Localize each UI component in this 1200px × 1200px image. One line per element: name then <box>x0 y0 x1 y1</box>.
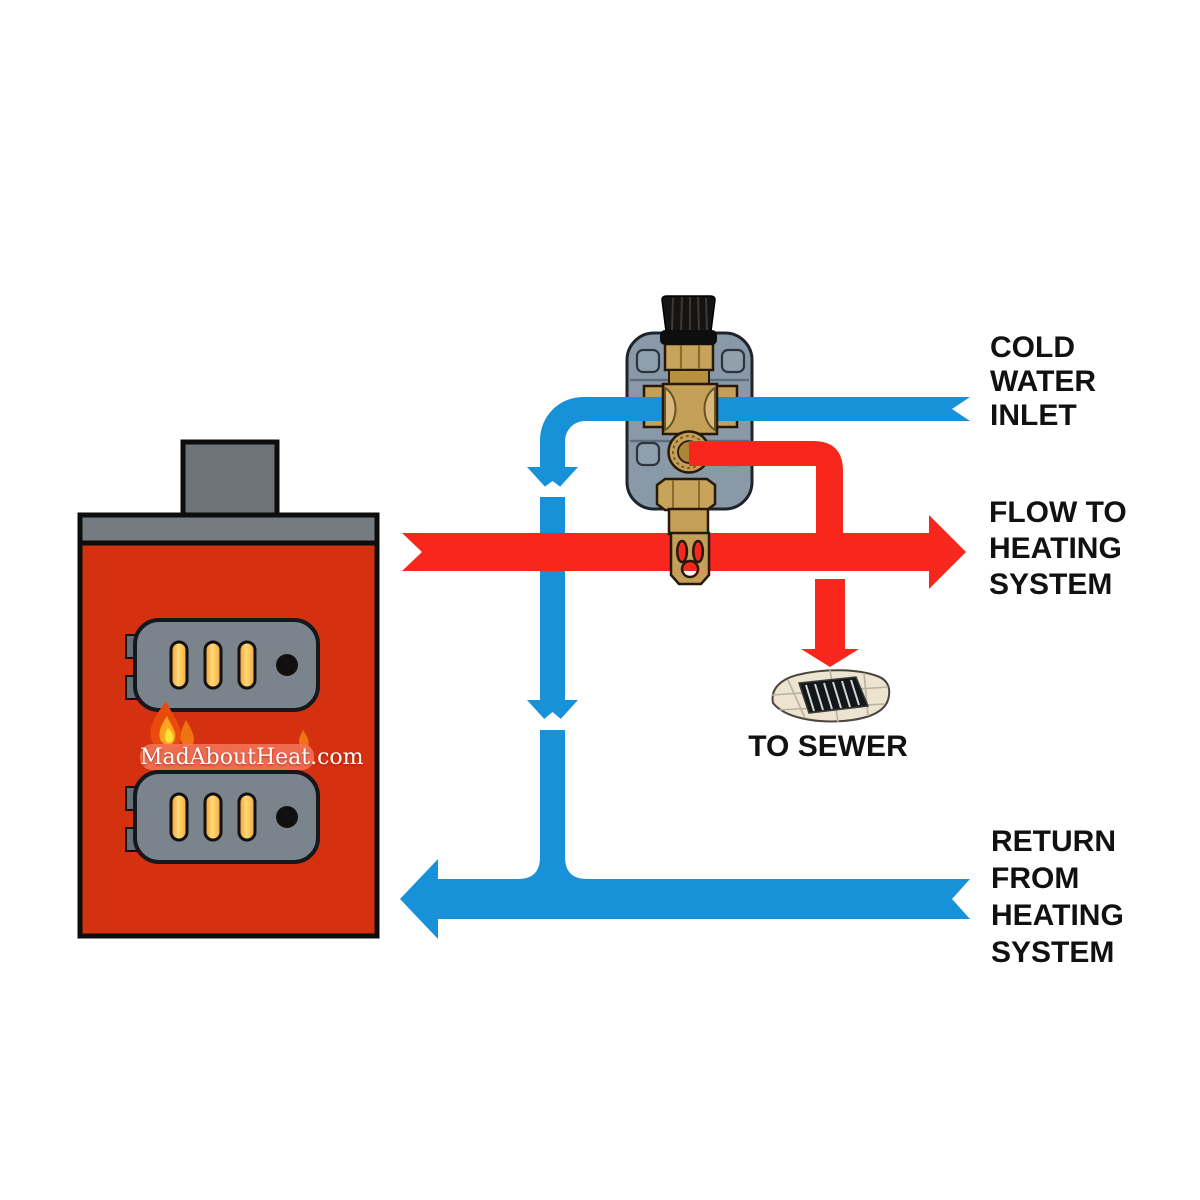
flame-icon <box>150 701 309 750</box>
discharge-elbow <box>689 441 843 534</box>
boiler-top-band <box>77 512 380 546</box>
valve-hex-nut <box>655 477 717 512</box>
label-line: FROM <box>991 862 1080 895</box>
chimney-icon <box>180 439 280 521</box>
label-line: HEATING <box>989 532 1122 565</box>
valve-lower-brass <box>655 477 717 586</box>
label-line: SYSTEM <box>989 568 1113 601</box>
door-knob <box>276 806 298 828</box>
door-slot <box>169 640 189 690</box>
boiler-upper-door <box>125 618 320 712</box>
door-knob <box>276 654 298 676</box>
door-slot <box>237 792 257 842</box>
label-line: FLOW TO <box>989 496 1127 529</box>
valve-knob <box>660 295 717 345</box>
floor-drain-icon <box>771 669 891 723</box>
watermark-band <box>140 744 314 770</box>
label-line: SYSTEM <box>991 936 1115 969</box>
right-arrow-icon <box>402 515 966 589</box>
flow-pipe <box>402 515 966 589</box>
label-line: HEATING <box>991 899 1124 932</box>
boiler-lower-door <box>125 770 320 864</box>
discharge-drop <box>815 579 845 649</box>
return-pipe <box>400 730 970 939</box>
relief-discharge-pipe <box>689 441 859 667</box>
left-arrow-icon <box>400 730 970 939</box>
door-slot <box>169 792 189 842</box>
cold-drop-pipe <box>540 497 565 700</box>
door-slot <box>237 640 257 690</box>
valve-stem <box>667 507 710 536</box>
label-line: COLD <box>990 331 1075 364</box>
boiler-body <box>77 540 380 939</box>
valve-bracket <box>669 531 711 586</box>
label-line: TO SEWER <box>748 730 908 763</box>
to-sewer-label: TO SEWER <box>737 731 919 763</box>
valve-union-nut <box>663 342 715 372</box>
label-line: RETURN <box>991 825 1116 858</box>
flow-to-heating-label: FLOW TO HEATING SYSTEM <box>989 495 1127 603</box>
sewer-arrow-icon <box>801 649 859 667</box>
door-slot <box>203 792 223 842</box>
return-from-heating-label: RETURN FROM HEATING SYSTEM <box>991 823 1124 971</box>
door-slot <box>203 640 223 690</box>
knob-collar <box>660 330 717 345</box>
cold-water-inlet-label: COLD WATER INLET <box>990 331 1096 433</box>
boiler-icon <box>77 439 380 939</box>
label-line: INLET <box>990 399 1077 432</box>
cold-water-pipe <box>527 397 970 730</box>
watermark-text: MadAboutHeat.com <box>140 745 364 770</box>
cold-inlet-elbow <box>540 397 970 467</box>
label-line: WATER <box>990 365 1097 398</box>
